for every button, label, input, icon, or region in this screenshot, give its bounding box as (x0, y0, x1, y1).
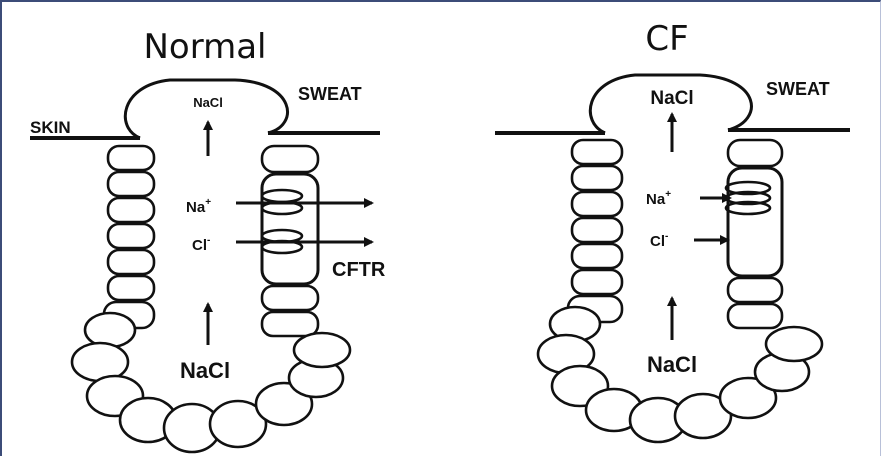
left-duct-wall (104, 146, 154, 328)
normal-title: Normal (143, 27, 266, 67)
cftr-label: CFTR (332, 259, 386, 281)
cf-gland: CF SWEAT NaCl Na+ Cl- (495, 19, 850, 442)
cf-cl-ion-label: Cl- (650, 231, 668, 250)
bottom-nacl-label: NaCl (180, 358, 230, 383)
cf-na-ion-label: Na+ (646, 189, 671, 208)
na-ion-label: Na+ (186, 197, 211, 216)
cf-title: CF (645, 19, 688, 59)
cf-na-channel (726, 182, 770, 214)
cf-bottom-nacl-label: NaCl (647, 352, 697, 377)
sweat-label: SWEAT (298, 84, 362, 104)
cl-ion-label: Cl- (192, 235, 210, 254)
cf-left-duct-wall (568, 140, 622, 322)
cf-right-duct-wall (728, 140, 782, 328)
top-nacl-label: NaCl (193, 95, 223, 110)
cf-top-nacl-label: NaCl (650, 88, 693, 109)
skin-label: SKIN (30, 118, 71, 137)
cf-sweat-label: SWEAT (766, 79, 830, 99)
normal-gland: Normal SKIN SWEAT NaCl (30, 27, 386, 452)
